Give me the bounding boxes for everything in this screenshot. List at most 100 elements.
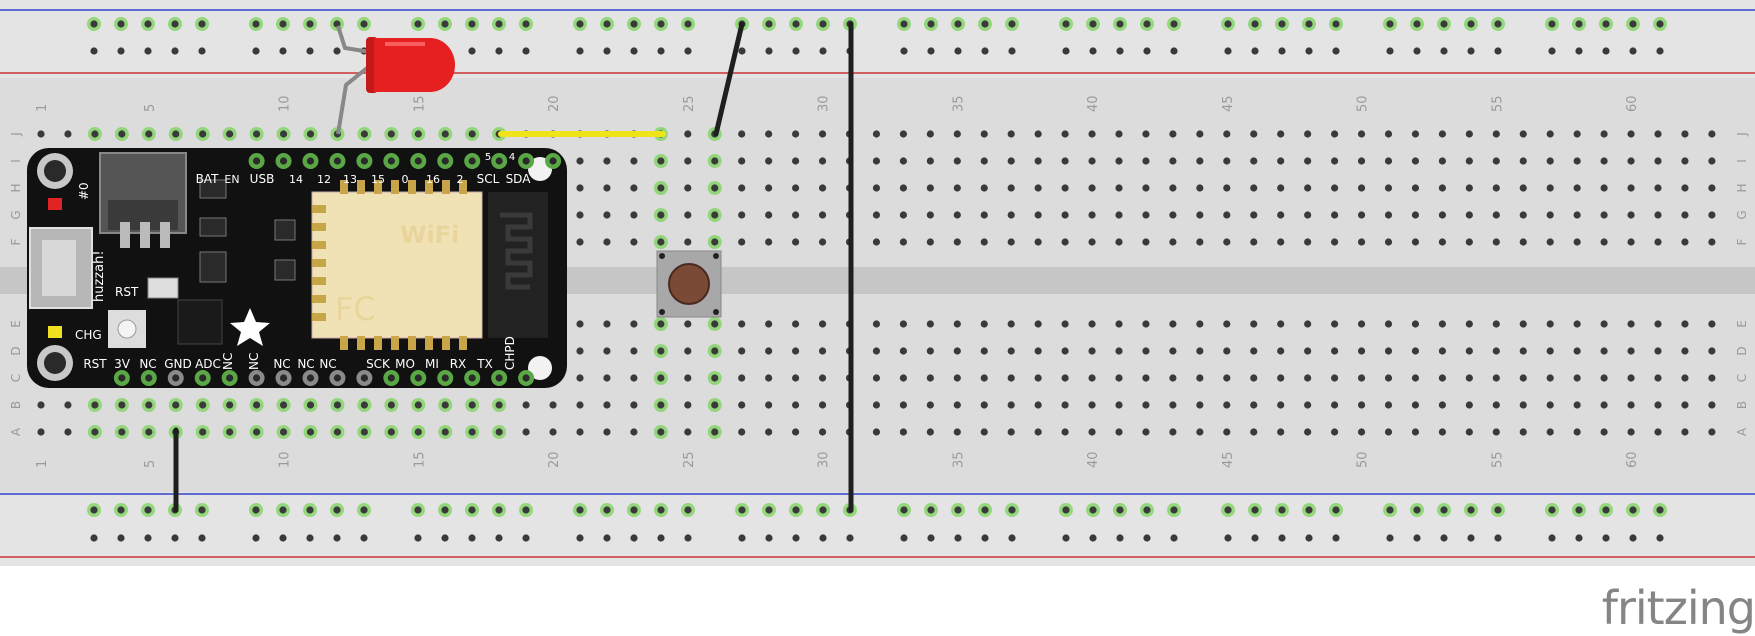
breadboard-hole — [1708, 157, 1716, 165]
breadboard-hole — [1681, 320, 1689, 328]
breadboard-diagram: 1155101015152020252530303535404045455050… — [0, 0, 1755, 566]
feather-bottom-pin-label: GND — [164, 357, 192, 371]
breadboard-hole — [1277, 238, 1285, 246]
tactile-pushbutton[interactable] — [656, 250, 722, 318]
breadboard-hole — [1654, 374, 1662, 382]
breadboard-hole — [64, 401, 72, 409]
rail-hole — [792, 506, 800, 514]
breadboard-hole — [872, 130, 881, 138]
breadboard-hole — [657, 211, 665, 219]
breadboard-hole — [1061, 401, 1069, 409]
breadboard-hole — [1304, 157, 1312, 165]
column-number: 10 — [278, 95, 293, 112]
breadboard-hole — [468, 401, 476, 409]
breadboard-hole — [172, 130, 180, 138]
rail-hole — [171, 47, 179, 55]
rail-hole — [360, 506, 368, 514]
rail-hole — [1440, 506, 1448, 514]
breadboard-hole — [91, 401, 99, 409]
rail-hole — [576, 20, 584, 28]
breadboard-hole — [1384, 401, 1393, 409]
row-letter: I — [9, 159, 23, 163]
rail-hole — [1332, 47, 1340, 55]
breadboard-hole — [1088, 428, 1096, 436]
rail-hole — [522, 20, 530, 28]
breadboard-hole — [1654, 238, 1662, 246]
breadboard-hole — [1546, 374, 1554, 382]
rail-hole — [1575, 20, 1583, 28]
breadboard-hole — [1088, 347, 1096, 355]
rail-hole — [144, 20, 152, 28]
breadboard-hole — [711, 401, 719, 409]
feather-top-pin-label: 2 — [457, 173, 464, 186]
rail-hole — [738, 47, 746, 55]
breadboard-hole — [253, 130, 261, 138]
breadboard-hole — [926, 347, 934, 355]
breadboard-hole — [1223, 347, 1231, 355]
rail-hole — [1251, 47, 1259, 55]
column-number: 15 — [412, 95, 427, 112]
breadboard-hole — [1223, 211, 1231, 219]
column-number: 35 — [951, 451, 966, 468]
black-jumper-wire[interactable] — [713, 21, 745, 137]
breadboard-hole — [792, 157, 800, 165]
breadboard-hole — [1573, 130, 1581, 138]
rail-hole — [1386, 20, 1394, 28]
breadboard-hole — [576, 157, 584, 165]
rail-hole — [414, 534, 422, 542]
breadboard-hole — [711, 320, 719, 328]
rail-hole — [1251, 506, 1259, 514]
breadboard-hole — [872, 374, 881, 382]
feather-extra-pin-label: 5 — [485, 152, 491, 163]
breadboard-hole — [1007, 401, 1015, 409]
column-number: 40 — [1086, 451, 1101, 468]
board-label-huzzah: huzzah! — [92, 250, 107, 302]
rail-hole — [252, 506, 260, 514]
breadboard-hole — [576, 374, 584, 382]
breadboard-hole — [1088, 184, 1096, 192]
breadboard-hole — [1438, 238, 1446, 246]
breadboard-hole — [953, 238, 961, 246]
breadboard-hole — [576, 211, 584, 219]
breadboard-hole — [1627, 374, 1635, 382]
breadboard-hole — [1304, 428, 1312, 436]
rail-hole — [819, 506, 827, 514]
rail-hole — [927, 47, 935, 55]
breadboard-hole — [684, 157, 692, 165]
breadboard-hole — [899, 401, 908, 409]
board-label-rst: RST — [115, 285, 139, 299]
rail-hole — [171, 20, 179, 28]
rail-hole — [1413, 47, 1421, 55]
breadboard-hole — [1223, 320, 1231, 328]
rail-hole — [630, 534, 638, 542]
feather-bottom-pin-label: NC — [247, 353, 261, 370]
breadboard-hole — [1411, 320, 1420, 328]
breadboard-hole — [1708, 184, 1716, 192]
rail-hole — [1548, 47, 1556, 55]
rail-hole — [1602, 47, 1610, 55]
breadboard-hole — [1088, 157, 1096, 165]
status-led-yellow — [48, 326, 62, 338]
red-led[interactable] — [366, 37, 455, 93]
rail-hole — [90, 506, 98, 514]
row-letter: B — [9, 401, 23, 409]
rail-hole — [1467, 47, 1475, 55]
breadboard-hole — [1546, 130, 1554, 138]
column-number: 1 — [35, 460, 50, 468]
breadboard-hole — [1573, 211, 1581, 219]
breadboard-hole — [1438, 320, 1446, 328]
breadboard-hole — [657, 157, 665, 165]
breadboard-hole — [738, 211, 746, 219]
breadboard-hole — [1708, 401, 1716, 409]
breadboard-hole — [1169, 347, 1177, 355]
breadboard-hole — [872, 238, 881, 246]
breadboard-hole — [1115, 157, 1123, 165]
breadboard-hole — [1573, 401, 1581, 409]
breadboard-hole — [792, 401, 800, 409]
breadboard-hole — [549, 428, 557, 436]
breadboard-hole — [1654, 184, 1662, 192]
breadboard-hole — [1492, 401, 1500, 409]
breadboard-hole — [1384, 347, 1393, 355]
rail-hole — [252, 20, 260, 28]
